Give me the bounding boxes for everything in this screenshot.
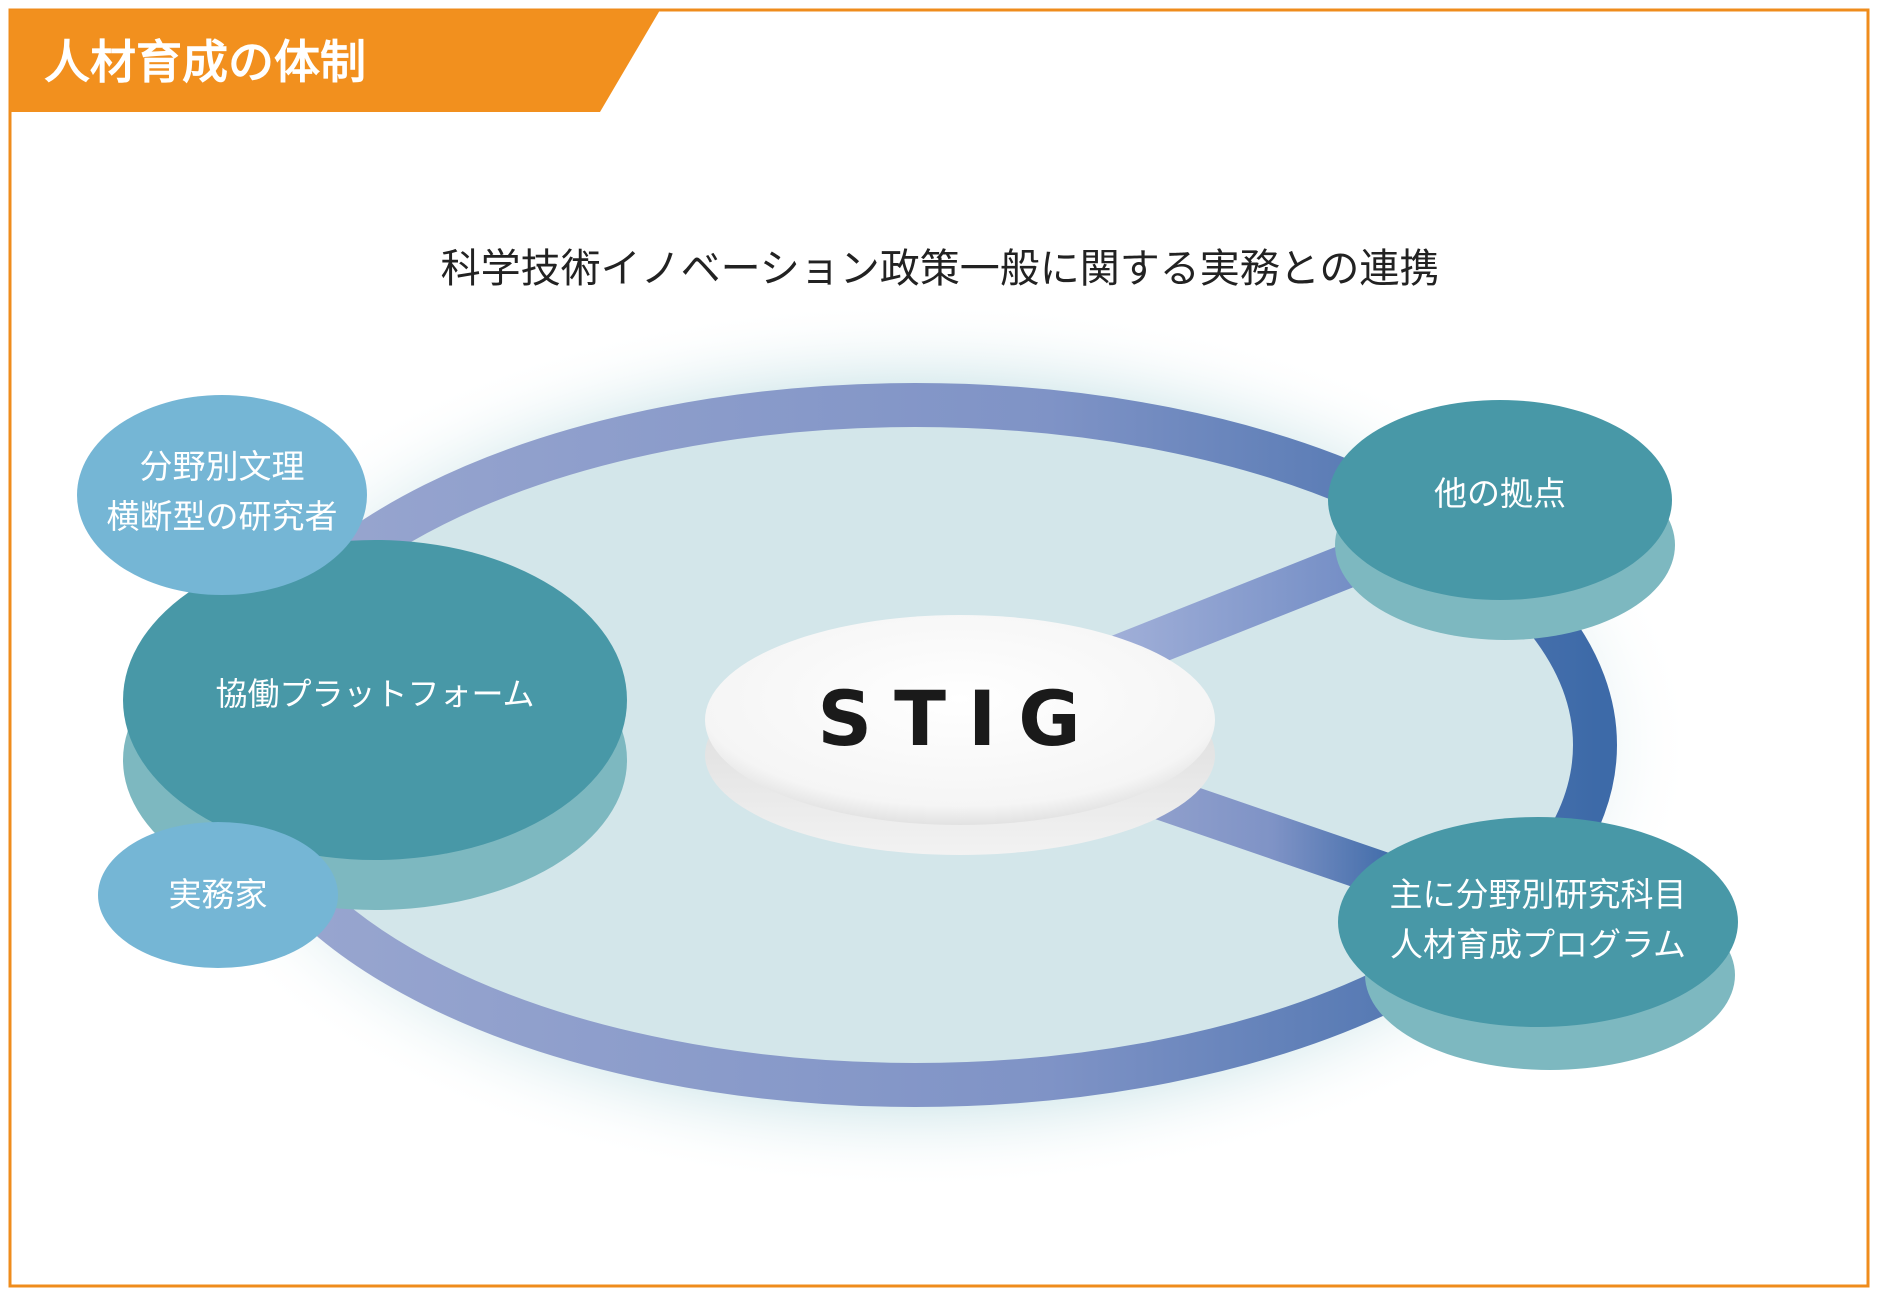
center-node [705,615,1215,825]
platform-node [123,540,627,860]
header-title: 人材育成の体制 [44,35,366,89]
practitioners-label: 実務家 [169,875,268,914]
researchers-label-line1: 分野別文理 [140,447,305,486]
researchers-node [77,395,367,595]
program-node [1338,817,1738,1027]
top-caption: 科学技術イノベーション政策一般に関する実務との連携 [441,246,1440,292]
center-label: STIG [817,674,1102,763]
practitioners-node [98,822,338,968]
program-label-line2: 人材育成プログラム [1390,925,1686,964]
platform-label: 協働プラットフォーム [215,675,534,713]
other-bases-node [1328,400,1672,600]
program-label-line1: 主に分野別研究科目 [1390,875,1687,914]
other-bases-label: 他の拠点 [1434,474,1566,513]
researchers-label-line2: 横断型の研究者 [107,497,338,536]
header-tab [10,10,660,112]
